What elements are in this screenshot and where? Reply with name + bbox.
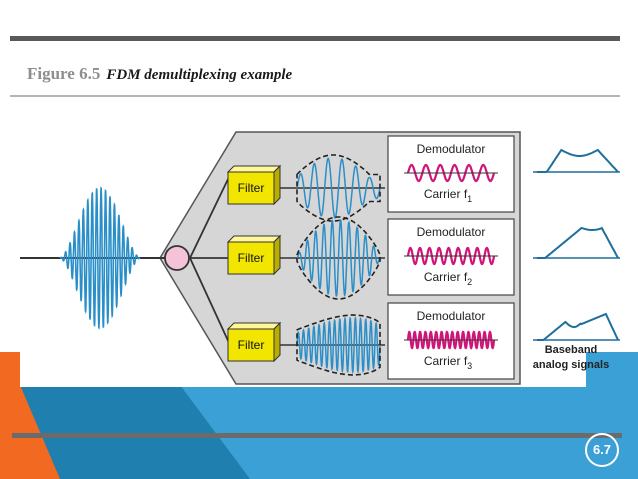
- filter-box-top: [226, 235, 282, 243]
- input-composite-signal: [59, 186, 141, 330]
- baseband-outputs: [533, 148, 620, 341]
- carrier-subscript: 2: [467, 277, 472, 287]
- envelope-outline: [296, 314, 381, 376]
- figure-number: Figure 6.5: [27, 64, 101, 83]
- carrier-label: Carrier f2: [424, 270, 472, 287]
- filter-box-top: [226, 165, 282, 173]
- figure-caption: Figure 6.5 FDM demultiplexing example: [27, 64, 292, 84]
- baseband-curve: [537, 312, 619, 341]
- filtered-waveform: [296, 218, 381, 298]
- filter-label: Filter: [238, 181, 265, 195]
- carrier-label: Carrier f3: [424, 354, 472, 371]
- filter-box-side: [273, 234, 281, 276]
- top-rule: [10, 36, 620, 41]
- output-label-line1: Baseband: [545, 344, 598, 356]
- carrier-subscript: 3: [467, 361, 472, 371]
- filter-box-face: [227, 171, 275, 205]
- junction-node: [164, 245, 190, 271]
- baseband-curve: [537, 148, 619, 173]
- filtered-signals: [296, 154, 381, 376]
- carrier-label: Carrier f1: [424, 187, 472, 204]
- figure-title: FDM demultiplexing example: [106, 67, 293, 83]
- filter-label: Filter: [238, 251, 265, 265]
- right-blue-band: [586, 352, 638, 392]
- filter-box-top: [226, 322, 282, 330]
- filter-box-side: [273, 164, 281, 206]
- envelope-outline: [296, 216, 381, 300]
- baseband-signal: [533, 148, 620, 173]
- branch-top: [189, 174, 231, 259]
- filter-label: Filter: [238, 338, 265, 352]
- demodulator-label: Demodulator: [417, 309, 486, 323]
- page-number-badge: 6.7: [585, 433, 619, 467]
- filter-box: Filter: [226, 321, 385, 363]
- dark-teal-accent-shape: [20, 385, 250, 479]
- demodulator-label: Demodulator: [417, 225, 486, 239]
- filter-box-face: [227, 328, 275, 362]
- filter-box-side: [273, 321, 281, 363]
- baseband-signal: [533, 226, 620, 259]
- input-waveform: [59, 186, 141, 330]
- demodulator-label: Demodulator: [417, 142, 486, 156]
- filtered-signal: [296, 216, 381, 300]
- carrier-subscript: 1: [467, 194, 472, 204]
- filtered-signal: [296, 314, 381, 376]
- baseband-signal: [533, 312, 620, 341]
- filtered-signal: [296, 154, 381, 222]
- filter-box-face: [227, 241, 275, 275]
- filter-box: Filter: [226, 164, 385, 206]
- filtered-waveform: [296, 315, 381, 374]
- bottom-rule: [12, 433, 622, 438]
- envelope-outline: [296, 154, 381, 222]
- filtered-waveform: [296, 157, 381, 219]
- branch-bottom: [189, 257, 231, 346]
- baseband-curve: [537, 226, 619, 259]
- filter-box: Filter: [226, 234, 385, 276]
- output-label-line2: analog signals: [533, 359, 609, 371]
